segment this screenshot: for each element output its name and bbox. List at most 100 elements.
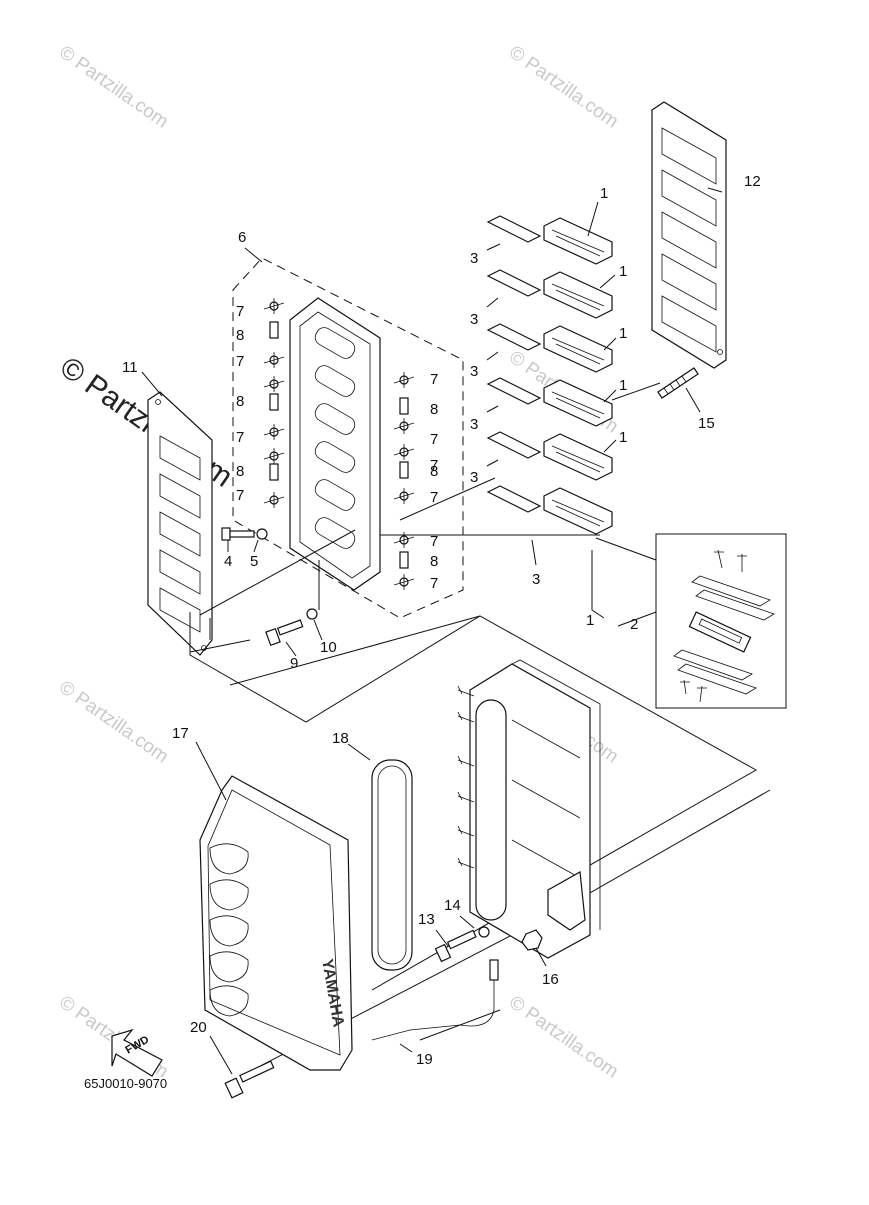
callout-7: 7 xyxy=(236,487,244,504)
plate-port xyxy=(314,441,356,473)
gasket-port xyxy=(661,253,717,311)
hose-8 xyxy=(269,463,279,481)
reed-valve-stack xyxy=(486,215,613,535)
fitting-arm xyxy=(263,376,285,392)
washer-10 xyxy=(306,608,318,620)
callout-11: 11 xyxy=(122,359,138,376)
gasket-port xyxy=(661,211,717,269)
watermark: © Partzilla.com xyxy=(505,992,622,1083)
callout-15: 15 xyxy=(698,415,715,432)
block-stud xyxy=(457,791,475,803)
callout-18: 18 xyxy=(332,730,349,747)
intake-manifold xyxy=(457,659,601,959)
bolt-13 xyxy=(434,929,477,963)
fitting-arm xyxy=(263,352,285,368)
gasket-3 xyxy=(486,377,542,405)
reed-petal xyxy=(551,229,605,257)
callout-1: 1 xyxy=(619,263,627,280)
block-stud xyxy=(457,755,475,767)
callout-5: 5 xyxy=(250,553,258,570)
callout-1: 1 xyxy=(619,429,627,446)
callout-16: 16 xyxy=(542,971,559,988)
callout-3: 3 xyxy=(532,571,540,588)
callout-1: 1 xyxy=(619,325,627,342)
gasket-3 xyxy=(486,431,542,459)
fitting-arm xyxy=(263,298,285,314)
callout-8: 8 xyxy=(236,393,244,410)
bolt-9 xyxy=(265,619,304,647)
callout-7: 7 xyxy=(430,457,438,474)
cover-lobe xyxy=(209,951,249,983)
gasket-port xyxy=(661,295,717,353)
plate-port xyxy=(314,365,356,397)
plate-port xyxy=(314,479,356,511)
reed-petal xyxy=(551,445,605,473)
gasket-12 xyxy=(651,101,727,369)
gasket-3 xyxy=(486,485,542,513)
bolt-4 xyxy=(221,527,255,541)
fitting-arm xyxy=(393,418,415,434)
hose-8 xyxy=(399,461,409,479)
cover-lobe xyxy=(209,879,249,911)
callout-19: 19 xyxy=(416,1051,433,1068)
callout-7: 7 xyxy=(430,575,438,592)
callout-numbers: 1 1 1 1 1 1 2 3 3 3 3 3 3 4 5 6 7 7 7 7 … xyxy=(122,173,761,1068)
watermark: © Partzilla.com xyxy=(505,42,622,133)
fitting-arm xyxy=(263,448,285,464)
hose-8 xyxy=(269,393,279,411)
reed-petal xyxy=(551,337,605,365)
plate-port xyxy=(314,327,356,359)
callout-8: 8 xyxy=(430,463,438,480)
callout-8: 8 xyxy=(236,463,244,480)
watermark: © Partzilla.com xyxy=(55,42,172,133)
reed-petal xyxy=(551,499,605,527)
hose-8 xyxy=(269,321,279,339)
plate-port xyxy=(314,403,356,435)
callout-10: 10 xyxy=(320,639,337,656)
fittings-group xyxy=(263,298,415,590)
reed-valve-plate xyxy=(289,297,381,591)
callout-9: 9 xyxy=(290,655,298,672)
callout-3: 3 xyxy=(470,469,478,486)
fitting-arm xyxy=(393,574,415,590)
callout-2: 2 xyxy=(630,616,638,633)
callout-3: 3 xyxy=(470,311,478,328)
block-stud xyxy=(457,825,475,837)
fitting-arm xyxy=(393,532,415,548)
hose-fitting xyxy=(489,959,499,981)
gasket-port xyxy=(661,169,717,227)
gasket-port xyxy=(159,549,201,595)
hose-8 xyxy=(399,551,409,569)
callout-8: 8 xyxy=(430,553,438,570)
callout-8: 8 xyxy=(430,401,438,418)
gasket-3 xyxy=(486,269,542,297)
callout-1: 1 xyxy=(600,185,608,202)
gasket-3 xyxy=(486,215,542,243)
cover-lobe xyxy=(209,915,249,947)
gasket-port xyxy=(661,127,717,185)
gasket-port xyxy=(159,435,201,481)
callout-7: 7 xyxy=(236,303,244,320)
callout-1: 1 xyxy=(586,612,594,629)
block-stud xyxy=(457,685,475,697)
reed-petal xyxy=(551,391,605,419)
callout-17: 17 xyxy=(172,725,189,742)
callout-7: 7 xyxy=(430,533,438,550)
callout-6: 6 xyxy=(238,229,246,246)
fitting-arm xyxy=(263,424,285,440)
fitting-arm xyxy=(393,488,415,504)
callout-7: 7 xyxy=(236,429,244,446)
plate-port xyxy=(314,517,356,549)
callout-7: 7 xyxy=(430,431,438,448)
callout-3: 3 xyxy=(470,250,478,267)
bolt-20 xyxy=(224,1060,275,1099)
nut-16 xyxy=(521,929,543,951)
callout-8: 8 xyxy=(236,327,244,344)
washer-5 xyxy=(256,528,268,540)
callout-1: 1 xyxy=(619,377,627,394)
callout-13: 13 xyxy=(418,911,435,928)
callout-4: 4 xyxy=(224,553,232,570)
cover-lobe xyxy=(209,985,249,1017)
diagram-code: 65J0010-9070 xyxy=(84,1076,167,1091)
fitting-arm xyxy=(393,372,415,388)
